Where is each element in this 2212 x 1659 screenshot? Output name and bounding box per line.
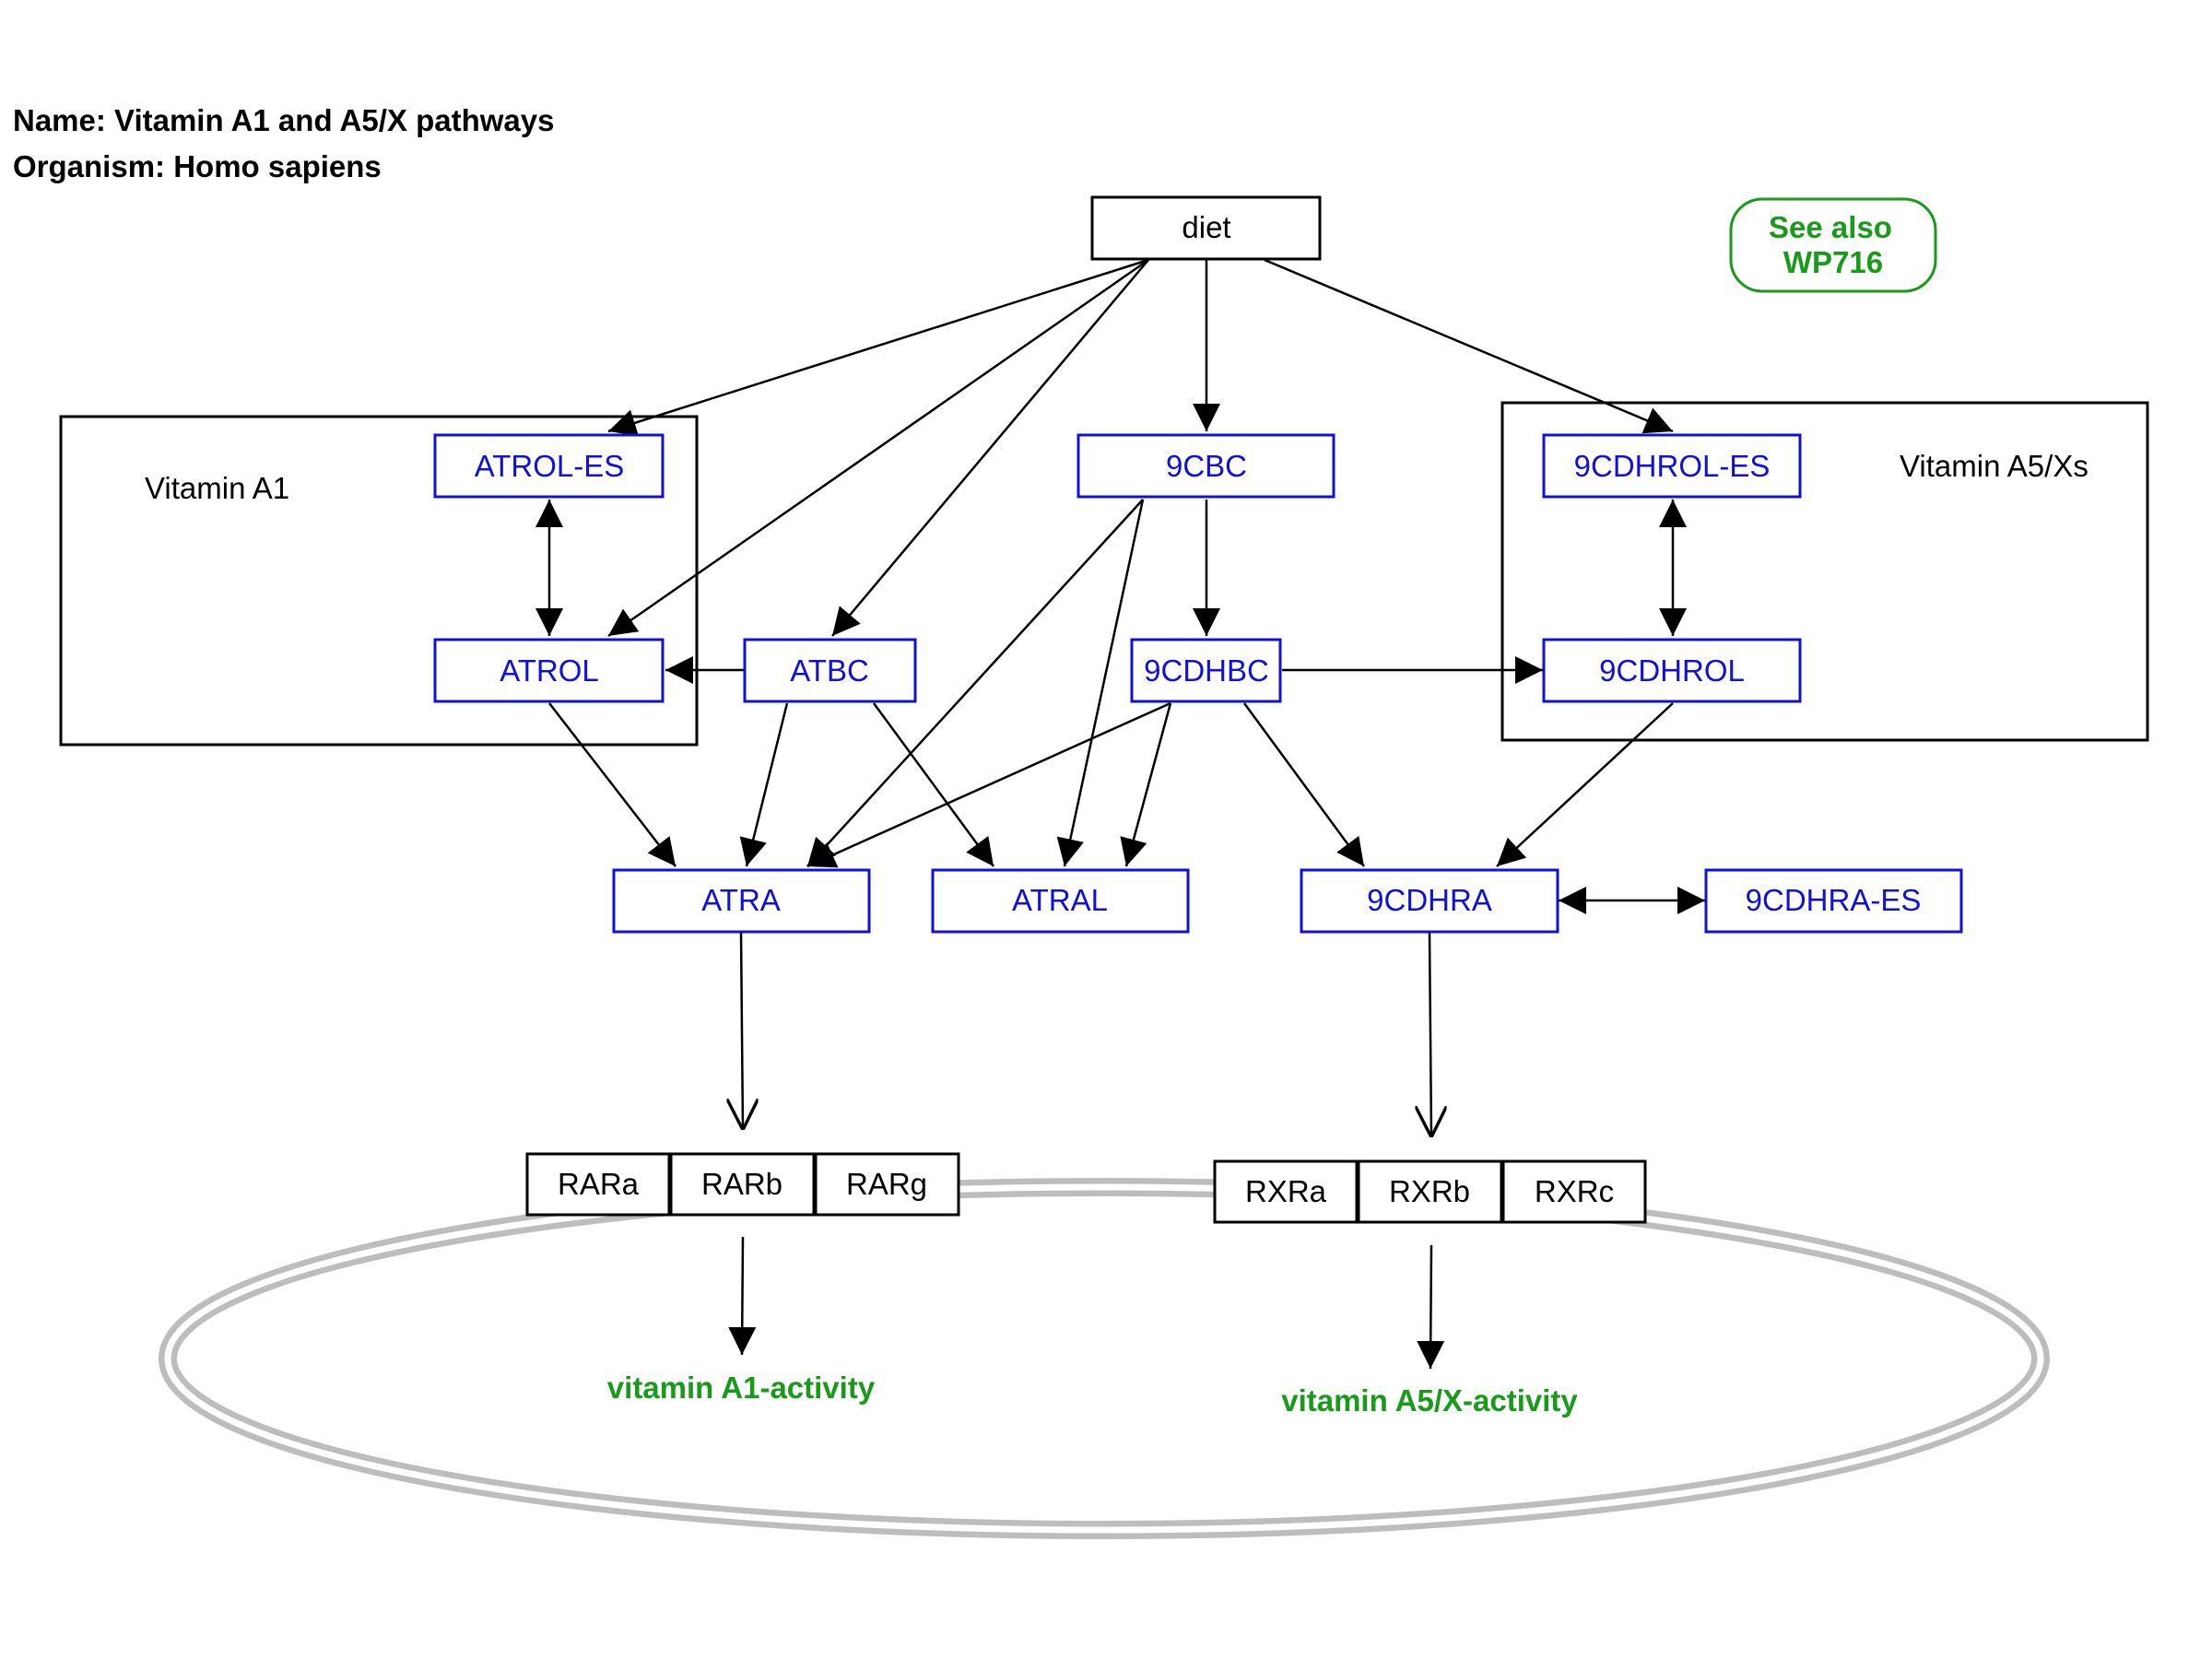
gene-rarb-label: RARb xyxy=(701,1167,782,1201)
node-diet-label: diet xyxy=(1182,210,1230,244)
node-atra[interactable]: ATRA xyxy=(612,868,871,934)
edge-9cdhbc-atral xyxy=(1120,702,1172,867)
edge-9cdhrol-9cdhra xyxy=(1496,702,1674,867)
gene-rara[interactable]: RARa xyxy=(525,1152,671,1217)
gene-rxrc-label: RXRc xyxy=(1535,1174,1614,1208)
activity-vitamin-a1: vitamin A1-activity xyxy=(607,1371,876,1405)
node-9cdhrol-label: 9CDHROL xyxy=(1599,653,1745,688)
node-atrol-es-label: ATROL-ES xyxy=(475,449,625,483)
node-atral[interactable]: ATRAL xyxy=(931,868,1190,934)
group-vitamin-a5x xyxy=(1500,401,2149,742)
see-also-id: WP716 xyxy=(1783,245,1883,279)
gene-rxra-label: RXRa xyxy=(1245,1174,1327,1208)
edge-atra-rar xyxy=(741,932,743,1130)
edge-diet-atrol xyxy=(607,258,1149,638)
node-9cdhbc-label: 9CDHBC xyxy=(1144,653,1269,688)
node-9cbc[interactable]: 9CBC xyxy=(1077,433,1335,499)
edge-9cdhbc-atra xyxy=(806,701,1171,868)
node-9cdhra-es[interactable]: 9CDHRA-ES xyxy=(1704,868,1963,934)
gene-rara-label: RARa xyxy=(558,1167,640,1201)
edge-rar-activity xyxy=(728,1236,757,1356)
pathway-organism: Organism: Homo sapiens xyxy=(13,149,382,183)
pathway-name: Name: Vitamin A1 and A5/X pathways xyxy=(13,103,554,137)
see-also-text: See also xyxy=(1769,210,1892,244)
node-atrol[interactable]: ATROL xyxy=(433,638,665,703)
edge-atrol-atra xyxy=(548,702,677,867)
node-diet[interactable]: diet xyxy=(1090,195,1322,261)
node-atrol-es[interactable]: ATROL-ES xyxy=(433,433,665,499)
edge-9cdhbc-9cdhra xyxy=(1242,702,1366,867)
group-label-vitamin-a1: Vitamin A1 xyxy=(145,471,289,505)
edge-diet-atbc xyxy=(831,259,1149,637)
node-9cdhrol-es[interactable]: 9CDHROL-ES xyxy=(1542,433,1802,499)
rar-complex: RARa RARb RARg xyxy=(525,1152,960,1217)
node-9cdhrol-es-label: 9CDHROL-ES xyxy=(1574,449,1771,483)
edge-diet-atrol-es xyxy=(607,258,1149,437)
node-atral-label: ATRAL xyxy=(1012,883,1108,917)
group-label-vitamin-a5x: Vitamin A5/Xs xyxy=(1900,449,2088,483)
gene-rarb[interactable]: RARb xyxy=(669,1152,816,1217)
edge-9cbc-atra xyxy=(806,499,1144,867)
edge-9cbc-atral xyxy=(1056,499,1145,867)
group-vitamin-a1 xyxy=(59,415,699,747)
node-atbc[interactable]: ATBC xyxy=(743,638,917,703)
gene-rarg[interactable]: RARg xyxy=(814,1152,960,1217)
activity-vitamin-a5x: vitamin A5/X-activity xyxy=(1281,1383,1578,1418)
edges xyxy=(535,258,1705,1370)
node-9cbc-label: 9CBC xyxy=(1166,449,1247,483)
nucleus-membrane xyxy=(159,1178,2050,1539)
node-9cdhbc[interactable]: 9CDHBC xyxy=(1130,638,1282,703)
edge-atbc-atral xyxy=(872,702,995,867)
node-9cdhra-es-label: 9CDHRA-ES xyxy=(1746,883,1922,917)
node-atrol-label: ATROL xyxy=(500,653,599,688)
edge-atbc-atra xyxy=(739,702,789,867)
edge-diet-9cdhrol-es xyxy=(1264,258,1674,434)
gene-rxrc[interactable]: RXRc xyxy=(1501,1159,1647,1224)
node-atbc-label: ATBC xyxy=(790,653,869,688)
node-9cdhra-label: 9CDHRA xyxy=(1367,883,1492,917)
node-atra-label: ATRA xyxy=(701,883,781,917)
see-also-link[interactable]: See also WP716 xyxy=(1729,197,1937,293)
edge-rxr-activity xyxy=(1417,1244,1445,1370)
gene-rxra[interactable]: RXRa xyxy=(1213,1159,1359,1224)
node-9cdhra[interactable]: 9CDHRA xyxy=(1300,868,1559,934)
gene-rxrb-label: RXRb xyxy=(1389,1174,1470,1208)
edge-9cdhra-rxr xyxy=(1430,932,1431,1137)
gene-rxrb[interactable]: RXRb xyxy=(1357,1159,1503,1224)
gene-rarg-label: RARg xyxy=(846,1167,927,1201)
node-9cdhrol[interactable]: 9CDHROL xyxy=(1542,638,1802,703)
rxr-complex: RXRa RXRb RXRc xyxy=(1213,1159,1647,1224)
